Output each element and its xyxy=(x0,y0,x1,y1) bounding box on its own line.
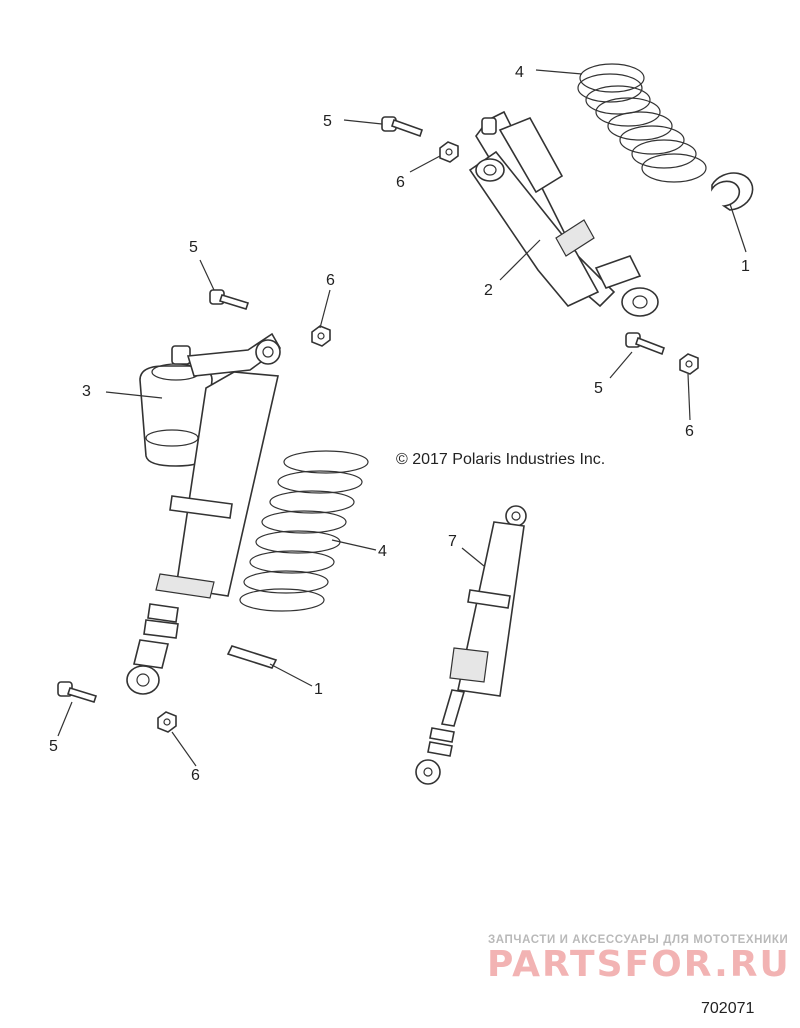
nut-left xyxy=(311,325,331,347)
callout-3: 3 xyxy=(82,383,91,400)
spring-retainer-clip-middle xyxy=(226,645,278,669)
bolt-top xyxy=(381,116,424,138)
callout-4-top: 4 xyxy=(515,64,524,81)
shock-absorber-2 xyxy=(468,110,659,317)
callout-2: 2 xyxy=(484,282,493,299)
leader-lines xyxy=(57,69,747,767)
shock-absorber-3 xyxy=(126,332,282,695)
watermark-logo: PARTSFOR.RU xyxy=(487,944,791,985)
callout-6-right: 6 xyxy=(685,423,694,440)
callout-1-middle: 1 xyxy=(314,681,323,698)
callout-6-bottom: 6 xyxy=(191,767,200,784)
callout-5-left: 5 xyxy=(189,239,198,256)
shock-absorber-7 xyxy=(415,505,527,785)
nut-bottom xyxy=(157,711,177,733)
bolt-bottom xyxy=(57,681,98,703)
callout-5-top: 5 xyxy=(323,113,332,130)
callout-6-left: 6 xyxy=(326,272,335,289)
coil-spring-middle xyxy=(239,450,369,612)
nut-right xyxy=(679,353,699,375)
coil-spring-top xyxy=(577,63,707,183)
callout-1-top: 1 xyxy=(741,258,750,275)
bolt-right xyxy=(625,332,666,356)
callout-7: 7 xyxy=(448,533,457,550)
callout-5-right: 5 xyxy=(594,380,603,397)
callout-4-middle: 4 xyxy=(378,543,387,560)
nut-top xyxy=(439,141,459,163)
callout-6-top: 6 xyxy=(396,174,405,191)
watermark-tagline: ЗАПЧАСТИ И АКСЕССУАРЫ ДЛЯ МОТОТЕХНИКИ xyxy=(488,934,789,946)
copyright-notice: © 2017 Polaris Industries Inc. xyxy=(396,451,606,468)
spring-retainer-clip-top xyxy=(711,172,754,211)
diagram-number: 702071 xyxy=(701,1000,755,1017)
callout-5-bottom: 5 xyxy=(49,738,58,755)
bolt-left xyxy=(209,289,250,310)
